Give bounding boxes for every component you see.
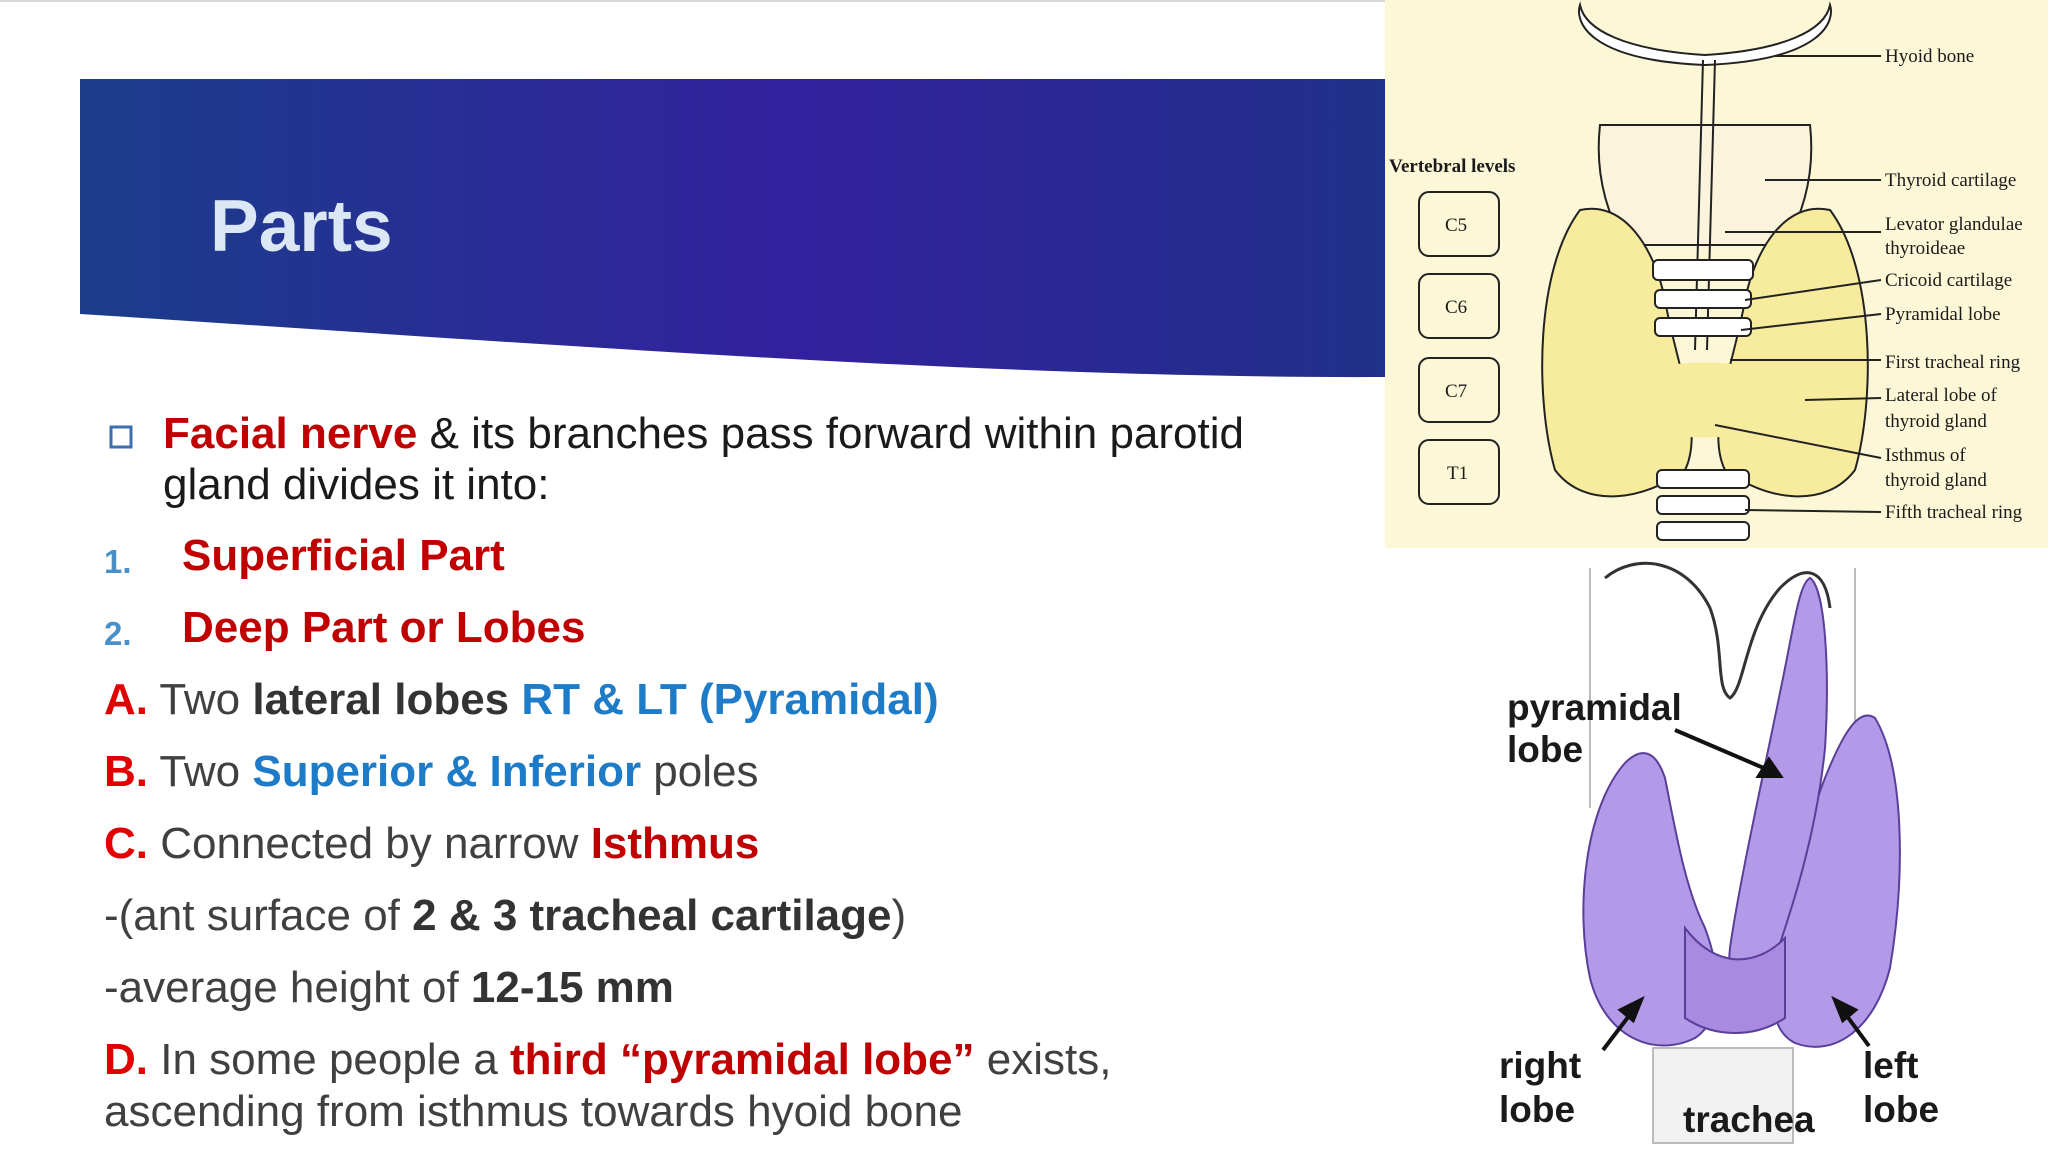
label-right: right — [1499, 1045, 1581, 1086]
note-tracheal: -(ant surface of 2 & 3 tracheal cartilag… — [104, 891, 907, 940]
level-c7: C7 — [1445, 381, 1467, 402]
item-a: A. Two lateral lobes RT & LT (Pyramidal) — [104, 675, 939, 724]
thyroid-left-lobe-shape — [1717, 207, 1869, 498]
isthmus-purple-shape — [1684, 925, 1786, 1034]
intro-line-2: gland divides it into: — [163, 460, 550, 509]
label-pyramidal-lobe: Pyramidal lobe — [1885, 304, 2001, 325]
thyroid-lobes-figure: pyramidal lobe right lobe left lobe trac… — [1385, 548, 2048, 1152]
pointer-arrows — [1601, 728, 1871, 1052]
level-c6: C6 — [1445, 297, 1467, 318]
vertebral-levels-title: Vertebral levels — [1389, 156, 1515, 177]
item-d-line-1: D. In some people a third “pyramidal lob… — [104, 1035, 1112, 1084]
label-right-lobe-word: lobe — [1499, 1089, 1575, 1130]
item-b: B. Two Superior & Inferior poles — [104, 747, 759, 796]
item-c: C. Connected by narrow Isthmus — [104, 819, 760, 868]
level-c5: C5 — [1445, 215, 1467, 236]
square-bullet-icon — [109, 425, 133, 449]
numbered-item-2: 2. — [104, 615, 132, 652]
superficial-part-label: Superficial Part — [182, 531, 505, 580]
thyroid-right-lobe-shape — [1541, 207, 1693, 498]
label-first-tracheal-ring: First tracheal ring — [1885, 352, 2021, 373]
level-t1: T1 — [1447, 463, 1468, 484]
note-height: -average height of 12-15 mm — [104, 963, 674, 1012]
label-left: left — [1863, 1045, 1919, 1086]
hyoid-bone-shape — [1578, 1, 1832, 67]
label-levator-2: thyroideae — [1885, 238, 1965, 259]
vertebral-level-boxes — [1418, 191, 1500, 505]
label-hyoid-bone: Hyoid bone — [1885, 46, 1974, 67]
numbered-item-1: 1. — [104, 543, 132, 580]
label-lateral-lobe-1: Lateral lobe of — [1885, 385, 1998, 406]
deep-part-label: Deep Part or Lobes — [182, 603, 586, 652]
title-banner — [80, 79, 1385, 381]
larynx-outline — [1604, 561, 1832, 700]
label-pyramidal: pyramidal — [1507, 687, 1682, 728]
trachea-rings — [1652, 259, 1754, 541]
label-thyroid-cartilage: Thyroid cartilage — [1885, 170, 2016, 191]
facial-nerve-term: Facial nerve — [163, 409, 418, 458]
label-pyramidal-lobe-word: lobe — [1507, 729, 1583, 770]
thyroid-anatomy-figure: Vertebral levels C5 C6 C7 T1 Hyoid bone … — [1385, 0, 2048, 548]
label-fifth-tracheal-ring: Fifth tracheal ring — [1885, 502, 2023, 523]
label-isthmus-1: Isthmus of — [1885, 445, 1966, 466]
item-d-line-2: ascending from isthmus towards hyoid bon… — [104, 1087, 963, 1136]
label-leader-lines — [1714, 55, 1882, 513]
top-divider — [0, 0, 1385, 2]
label-left-lobe-word: lobe — [1863, 1089, 1939, 1130]
trachea-shape — [1652, 1047, 1794, 1144]
label-isthmus-2: thyroid gland — [1885, 470, 1987, 491]
intro-line-1: Facial nerve & its branches pass forward… — [163, 409, 1244, 458]
left-lobe-shape — [1771, 714, 1901, 1048]
slide-title: Parts — [210, 186, 393, 267]
label-trachea: trachea — [1683, 1099, 1815, 1140]
isthmus-shape — [1645, 362, 1765, 438]
label-cricoid-cartilage: Cricoid cartilage — [1885, 270, 2012, 291]
label-levator-1: Levator glandulae — [1885, 214, 2023, 235]
label-lateral-lobe-2: thyroid gland — [1885, 411, 1987, 432]
